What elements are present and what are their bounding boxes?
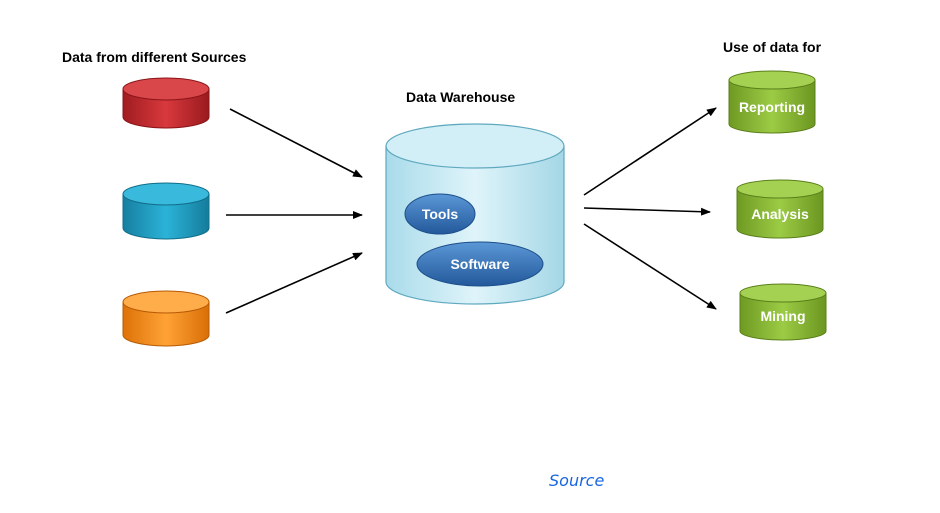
arrow-source-orange-to-warehouse [225, 252, 363, 314]
use-reporting-cylinder: Reporting [728, 70, 816, 134]
source-database-blue [122, 182, 210, 240]
tools-pill: Tools [404, 193, 476, 235]
software-pill: Software [416, 241, 544, 287]
reporting-label: Reporting [739, 99, 805, 115]
analysis-label: Analysis [751, 206, 809, 222]
arrow-source-red-to-warehouse [229, 108, 363, 178]
software-label: Software [450, 256, 509, 272]
arrow-warehouse-to-mining [583, 223, 717, 310]
warehouse-heading: Data Warehouse [406, 89, 515, 105]
mining-label: Mining [760, 308, 805, 324]
source-link[interactable]: Source [549, 471, 605, 490]
source-database-red [122, 77, 210, 129]
use-mining-cylinder: Mining [739, 283, 827, 341]
use-analysis-cylinder: Analysis [736, 179, 824, 239]
sources-heading: Data from different Sources [62, 49, 247, 65]
uses-heading: Use of data for [723, 39, 822, 55]
source-database-orange [122, 290, 210, 347]
arrow-warehouse-to-analysis [583, 207, 711, 216]
arrow-warehouse-to-reporting [583, 107, 717, 196]
tools-label: Tools [422, 206, 459, 222]
